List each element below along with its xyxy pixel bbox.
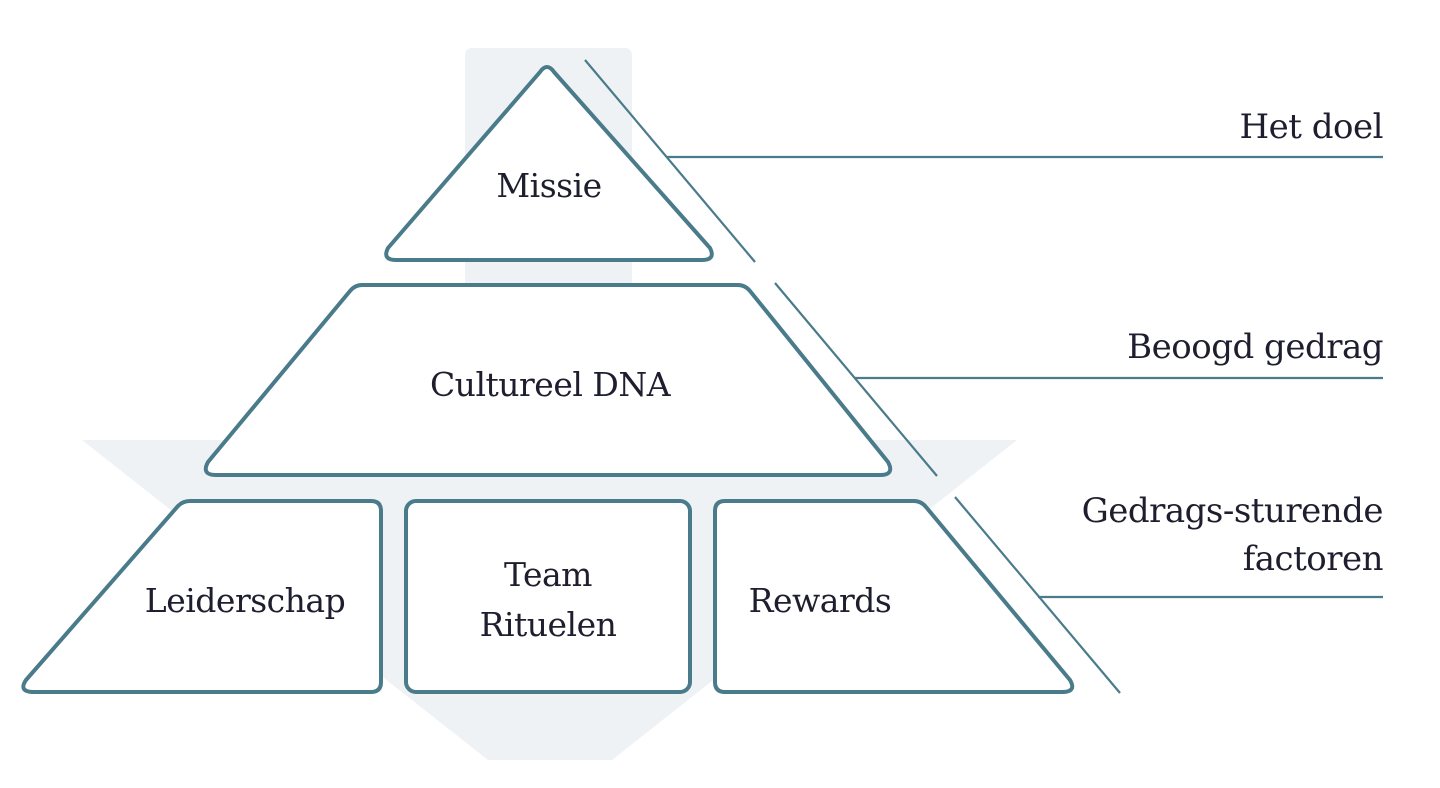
team-rituals-shape[interactable] [404, 499, 692, 694]
cultural-dna-label: Cultureel DNA [430, 365, 672, 404]
rewards-label: Rewards [749, 581, 892, 620]
leadership-label: Leiderschap [145, 581, 345, 620]
side-brackets [584, 59, 1383, 694]
team-rituals-label-line-2: Rituelen [480, 605, 617, 644]
leadership-shape[interactable] [21, 499, 383, 694]
pyramid: Missie Cultureel DNA Leiderschap Team Ri… [21, 65, 1075, 694]
mission-shape[interactable] [384, 65, 714, 262]
side-label-goal: Het doel [1240, 107, 1383, 147]
side-label-behavior-drivers-line-2: factoren [1243, 539, 1383, 579]
mission-label: Missie [496, 166, 601, 205]
drivers-bracket-diagonal [954, 496, 1121, 694]
side-label-behavior-drivers-line-1: Gedrags-sturende [1082, 491, 1383, 531]
goal-bracket-diagonal [584, 59, 756, 263]
side-label-intended-behavior: Beoogd gedrag [1127, 327, 1383, 367]
behavior-bracket-diagonal [774, 282, 938, 477]
team-rituals-label-line-1: Team [504, 555, 592, 594]
rewards-shape[interactable] [713, 499, 1075, 694]
cultural-dna-shape[interactable] [203, 283, 893, 477]
side-labels: Het doel Beoogd gedrag Gedrags-sturende … [1082, 107, 1384, 579]
